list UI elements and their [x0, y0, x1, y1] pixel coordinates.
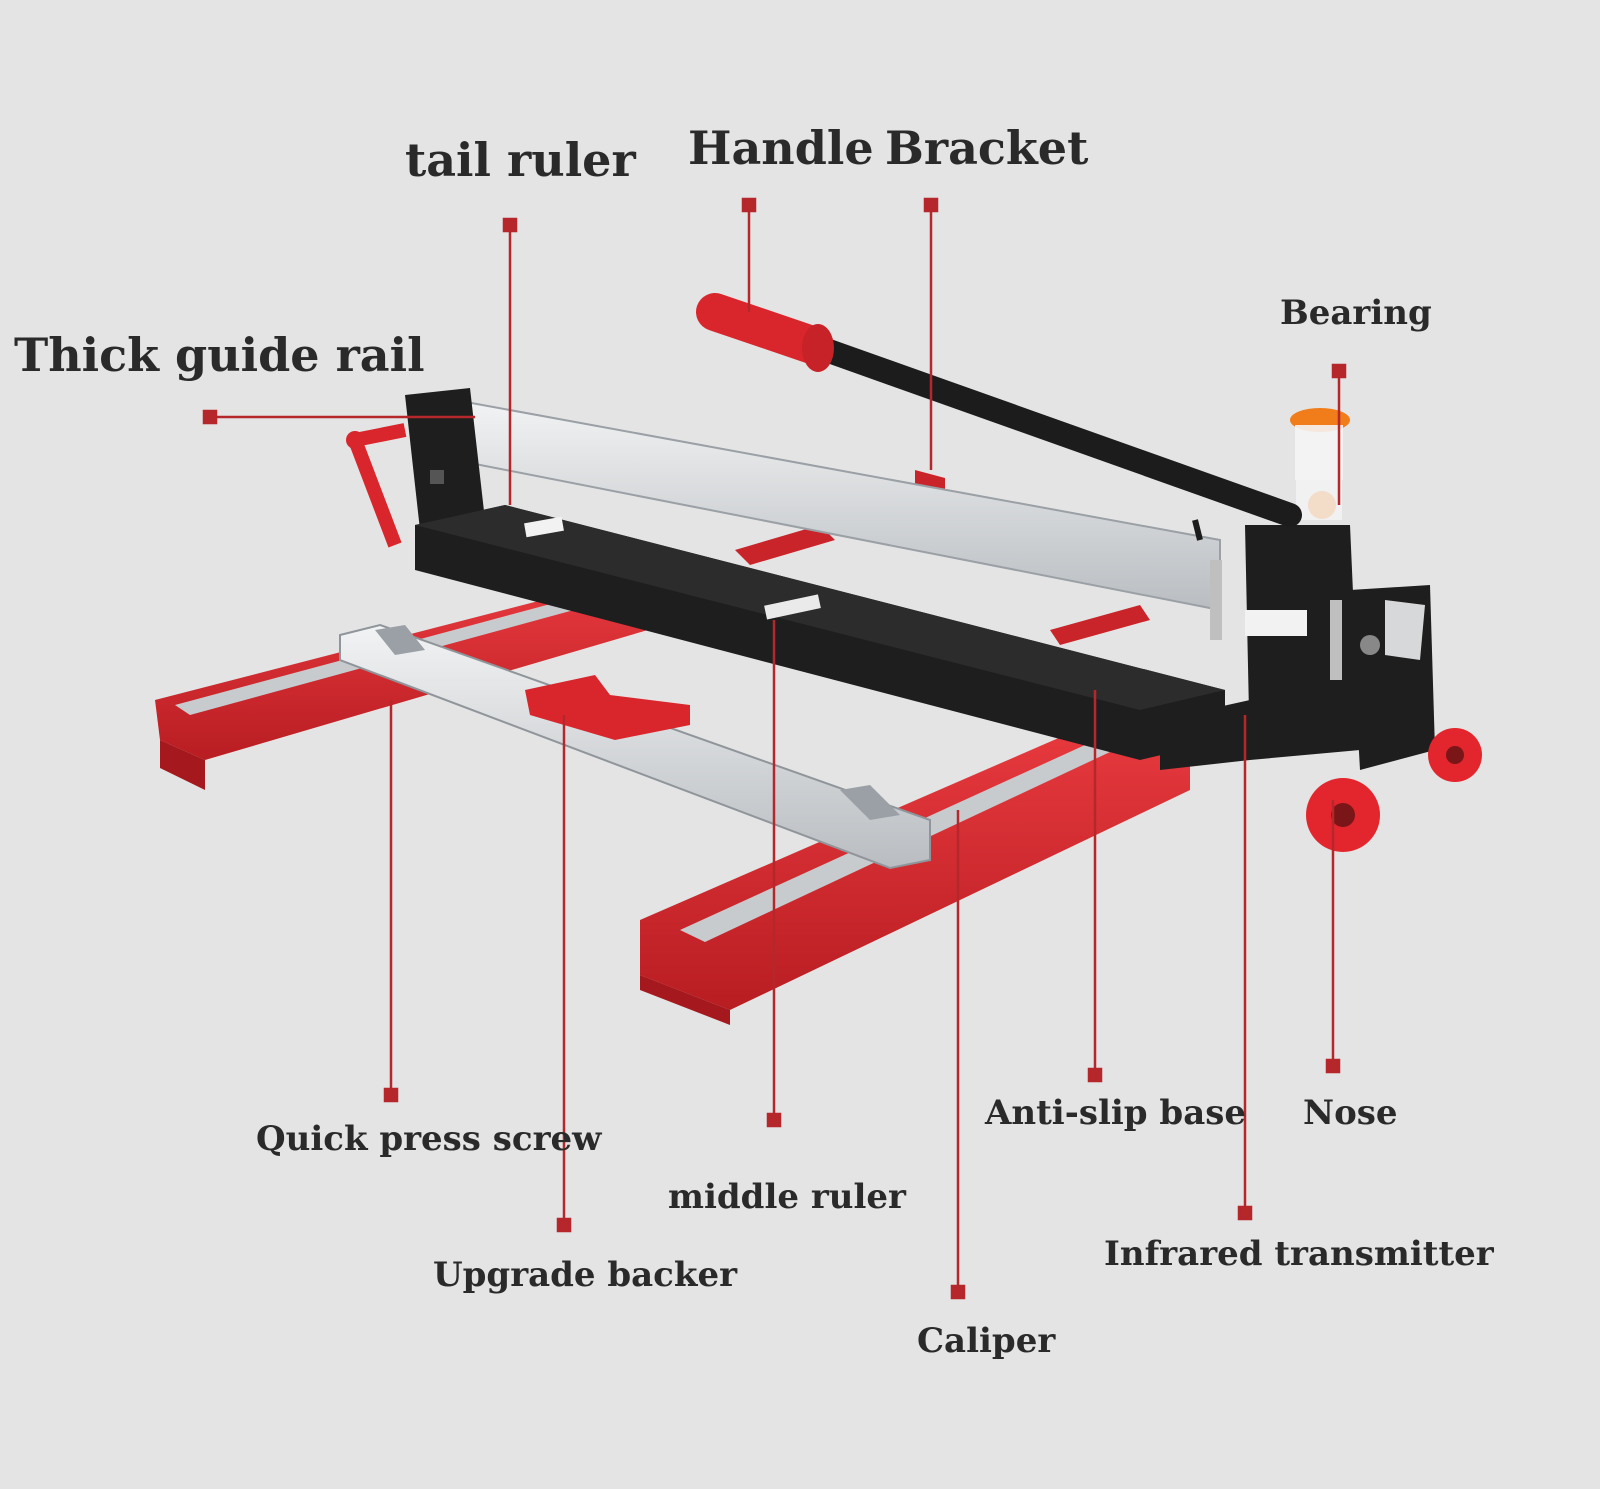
crank-lever: [346, 423, 407, 548]
label-middle-ruler: middle ruler: [668, 1177, 906, 1217]
square-ruler: [339, 623, 931, 870]
label-thick-guide-rail: Thick guide rail: [14, 328, 425, 382]
label-tail-ruler: tail ruler: [405, 133, 636, 187]
label-infrared-transmitter: Infrared transmitter: [1104, 1234, 1494, 1274]
tail-block: [405, 388, 485, 530]
cutting-head: [1160, 525, 1435, 770]
label-handle: Handle: [688, 121, 874, 175]
handle-shape: [696, 293, 1302, 541]
label-bracket: Bracket: [885, 121, 1089, 175]
label-caliper: Caliper: [917, 1321, 1056, 1361]
label-anti-slip-base: Anti-slip base: [985, 1093, 1246, 1133]
leader-lines: [202, 197, 1347, 1300]
label-nose: Nose: [1303, 1093, 1398, 1133]
label-bearing: Bearing: [1280, 293, 1432, 333]
main-platform: [415, 505, 1225, 760]
bearing-shape: [1290, 408, 1350, 520]
wheels: [1306, 728, 1482, 852]
label-quick-press-screw: Quick press screw: [256, 1119, 602, 1159]
label-upgrade-backer: Upgrade backer: [433, 1255, 737, 1295]
